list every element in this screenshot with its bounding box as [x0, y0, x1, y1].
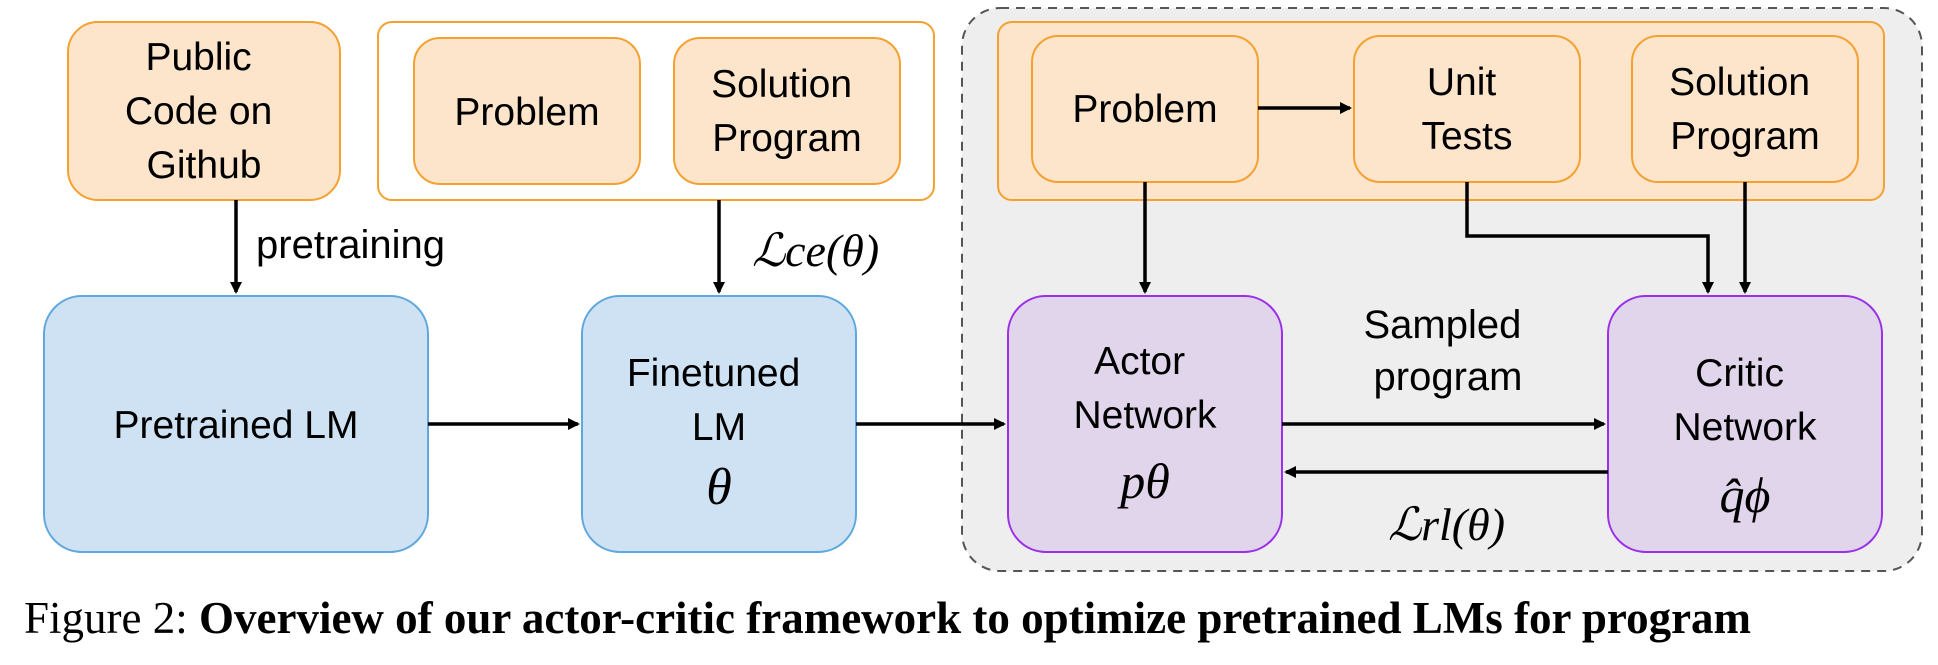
sampled-program-label: Sampled program — [1364, 303, 1533, 399]
pretrained-lm-label: Pretrained LM — [114, 404, 359, 447]
problem-box-rl-label: Problem — [1072, 88, 1217, 131]
actor-network-label: Actor Network — [1073, 340, 1217, 437]
solution-box-rl — [1631, 35, 1859, 183]
actor-policy-symbol: pθ — [1117, 453, 1170, 509]
ce-loss-label: ℒce(θ) — [752, 225, 879, 276]
figure-caption: Figure 2: Overview of our actor-critic f… — [24, 592, 1924, 644]
problem-box-finetune-label: Problem — [454, 91, 599, 134]
rl-loss-label: ℒrl(θ) — [1388, 499, 1505, 550]
critic-value-symbol: q̂ϕ — [1720, 467, 1771, 523]
theta-symbol: θ — [706, 459, 732, 516]
arrow-unit-tests-to-critic — [1465, 182, 1714, 294]
github-box — [67, 21, 341, 201]
solution-box-rl-label: Solution Program — [1669, 61, 1821, 158]
critic-network-box — [1607, 295, 1883, 553]
pretraining-label: pretraining — [256, 223, 445, 267]
unit-tests-box — [1353, 35, 1581, 183]
problem-box-finetune — [413, 37, 641, 185]
caption-text: Overview of our actor-critic framework t… — [199, 593, 1752, 643]
solution-box-finetune — [673, 37, 901, 185]
unit-tests-box-label: Unit Tests — [1421, 61, 1512, 158]
solution-box-finetune-label: Solution Program — [711, 63, 863, 160]
critic-network-label: Critic Network — [1673, 352, 1817, 449]
caption-prefix: Figure 2: — [24, 593, 199, 643]
actor-critic-diagram: Public Code on Github Problem Solution P… — [43, 7, 1923, 572]
finetuned-lm-label: Finetuned LM — [627, 352, 811, 449]
github-box-label: Public Code on Github — [125, 36, 283, 187]
